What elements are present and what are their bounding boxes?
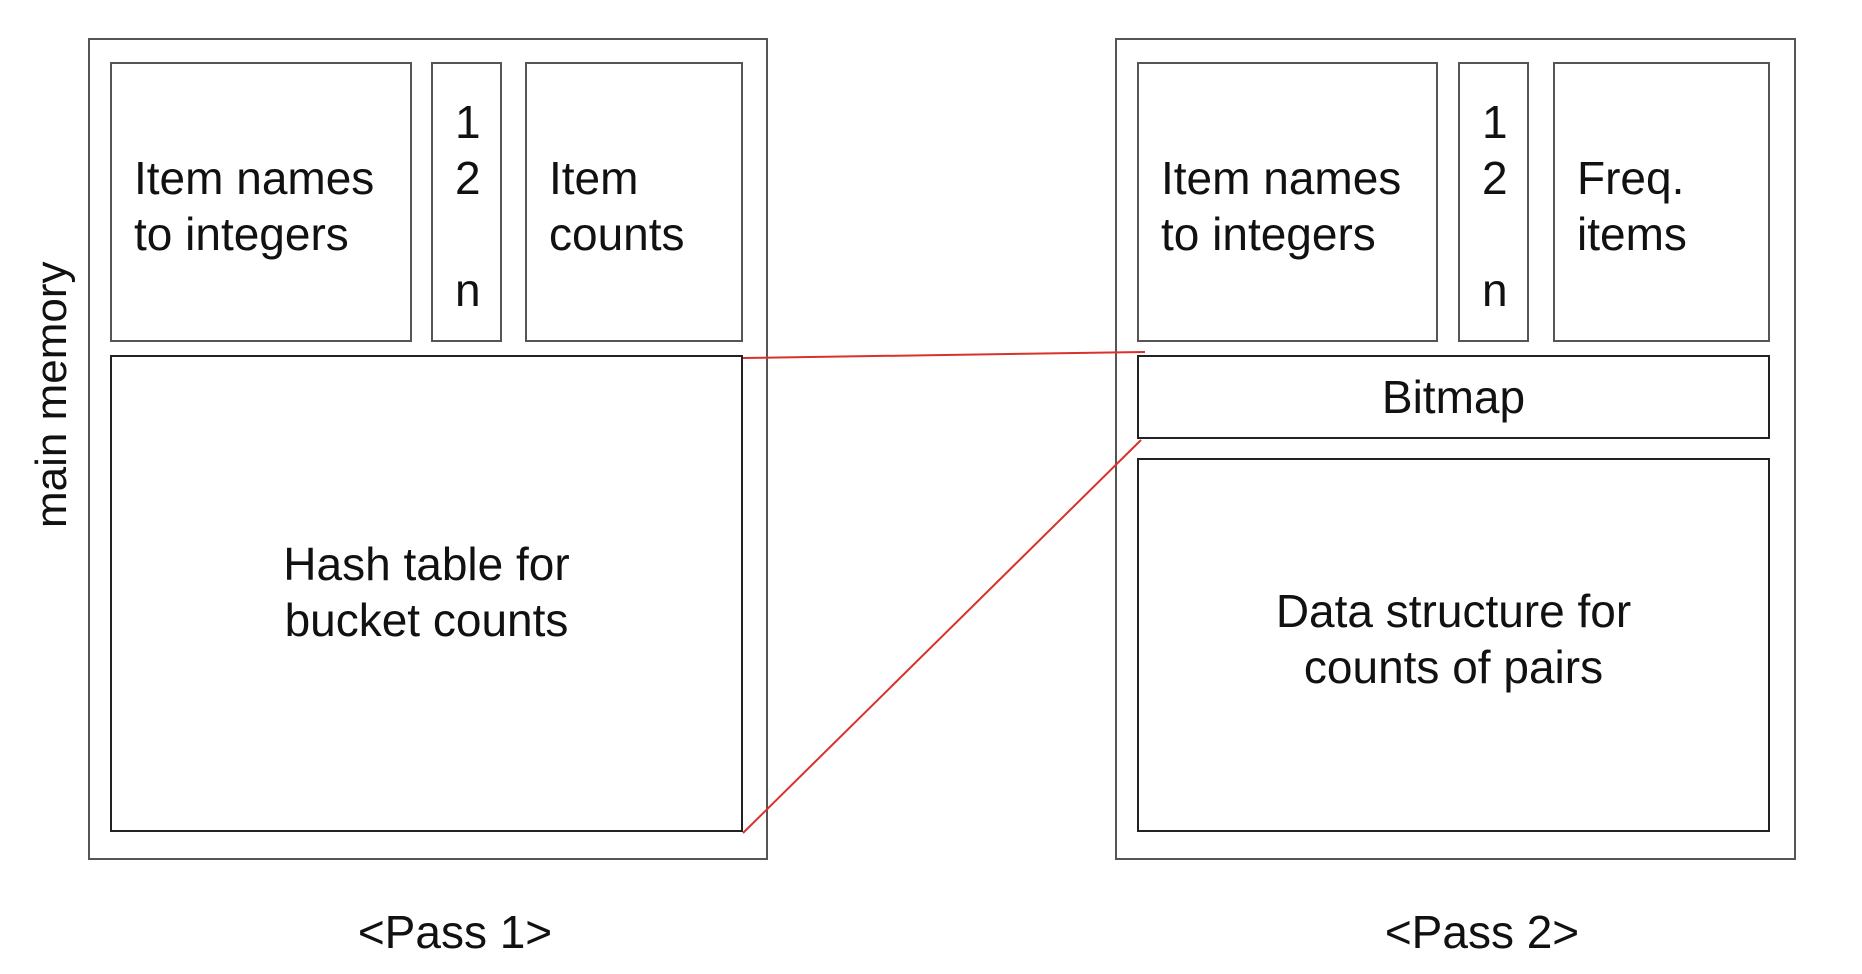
pass2-index-second: 2: [1482, 152, 1508, 204]
pass1-index-box: 1 2 n: [431, 62, 502, 342]
main-memory-label: main memory: [27, 261, 76, 529]
pass2-index-box: 1 2 n: [1458, 62, 1529, 342]
pass2-caption: <Pass 2>: [1384, 906, 1580, 958]
pass1-index-last: n: [455, 264, 481, 316]
pass2-index-last: n: [1482, 264, 1508, 316]
pass2-item-names-box: Item names to integers: [1137, 62, 1438, 342]
pass2-item-names-text: Item names to integers: [1161, 152, 1402, 260]
pass1-caption: <Pass 1>: [357, 906, 553, 958]
pass1-index-first: 1: [455, 96, 481, 148]
pass2-freq-items-text: Freq. items: [1577, 152, 1687, 260]
pass1-hash-table-box: Hash table for bucket counts: [110, 355, 743, 832]
connector-top-line: [742, 351, 1146, 359]
pass1-item-names-box: Item names to integers: [110, 62, 412, 342]
pass2-bitmap-text: Bitmap: [1381, 371, 1526, 423]
pass1-item-counts-box: Item counts: [525, 62, 743, 342]
pass2-pairs-structure-box: Data structure for counts of pairs: [1137, 458, 1770, 832]
pass2-pairs-structure-text: Data structure for counts of pairs: [1275, 585, 1632, 693]
pass2-bitmap-box: Bitmap: [1137, 355, 1770, 439]
pass1-hash-table-text: Hash table for bucket counts: [283, 537, 570, 646]
pass1-index-second: 2: [455, 152, 481, 204]
pass2-freq-items-box: Freq. items: [1553, 62, 1770, 342]
pass1-item-names-text: Item names to integers: [134, 152, 375, 260]
pass2-index-first: 1: [1482, 96, 1508, 148]
connector-bottom-line: [742, 439, 1142, 834]
pass1-item-counts-text: Item counts: [549, 152, 685, 260]
